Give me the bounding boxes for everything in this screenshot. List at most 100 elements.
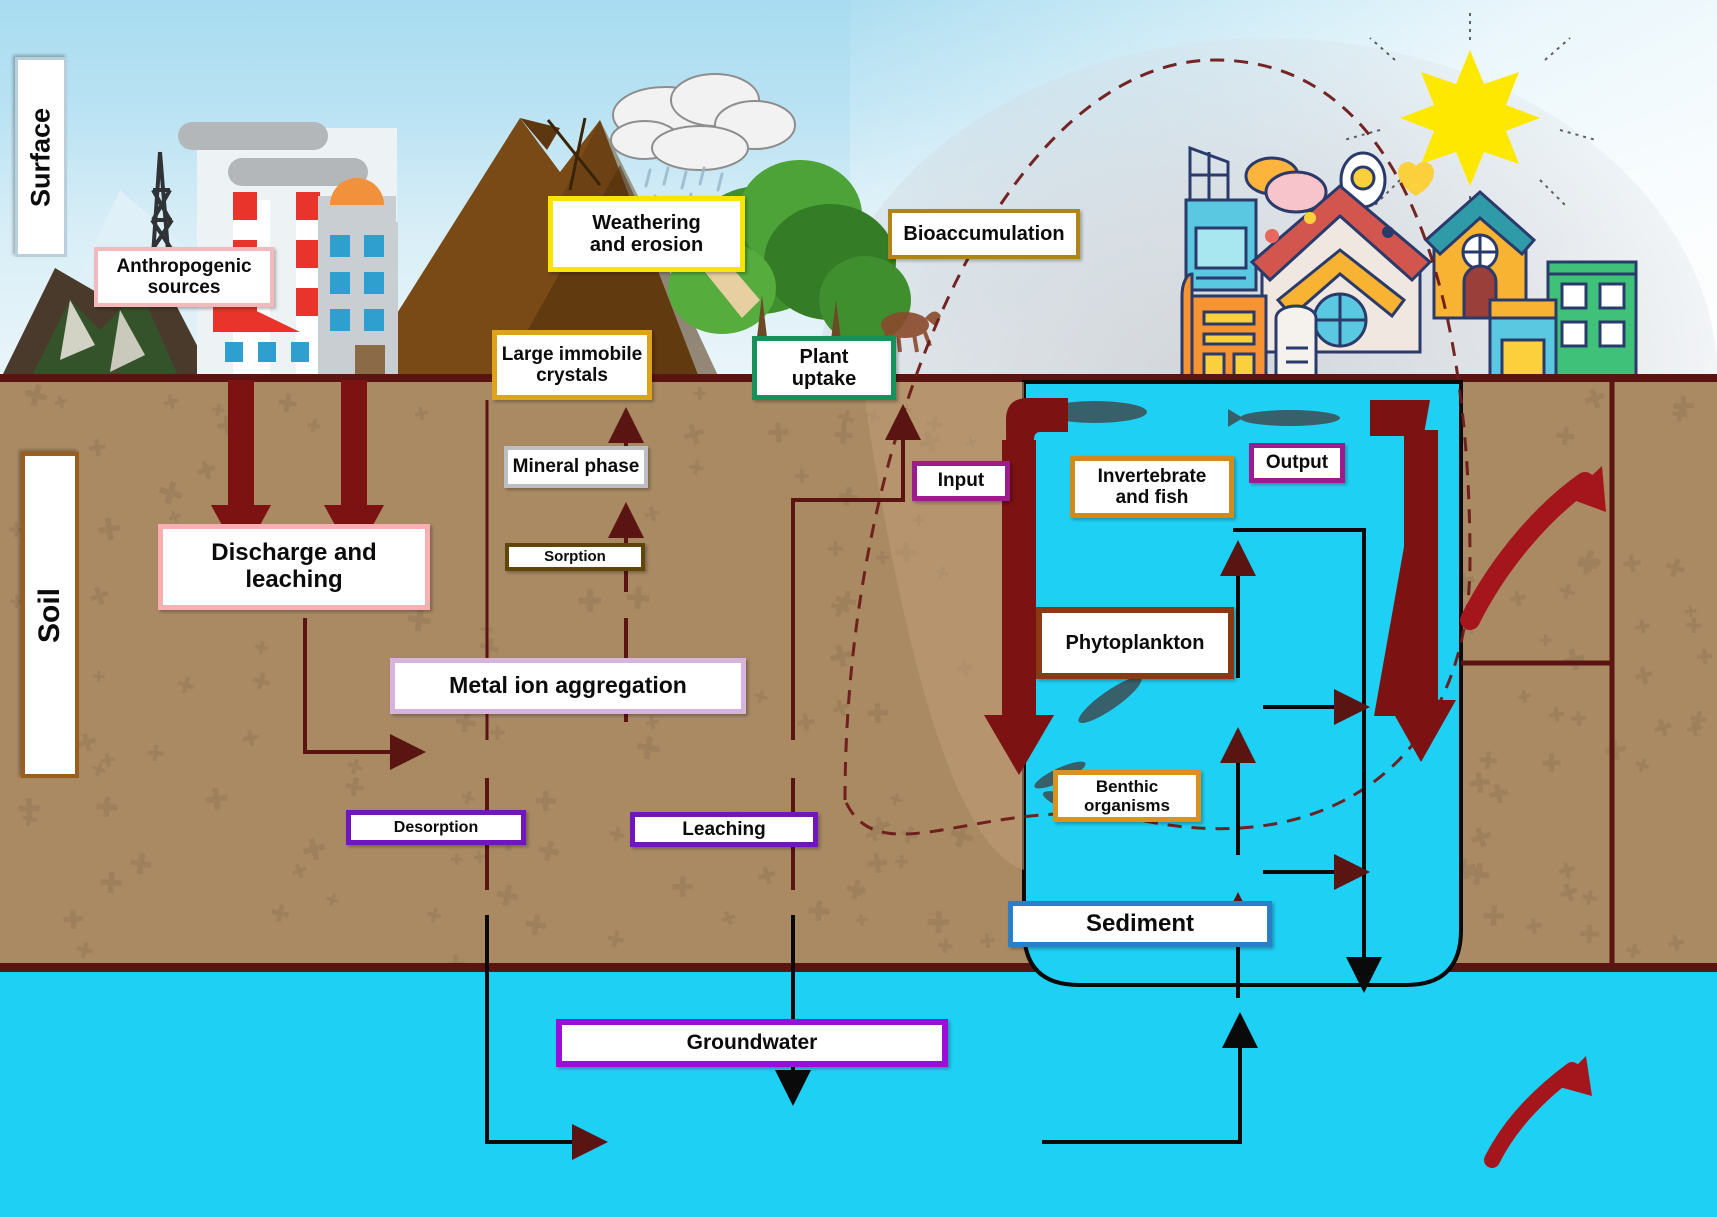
- plant-uptake-box[interactable]: Plant uptake: [752, 336, 896, 400]
- soil-speckle: ✚: [322, 889, 343, 913]
- discharge-and-leaching-label: Discharge and leaching: [211, 539, 377, 593]
- soil-speckle: ✚: [209, 400, 227, 422]
- soil-speckle: ✚: [61, 904, 86, 937]
- soil-speckle: ✚: [1448, 388, 1465, 409]
- soil-speckle: ✚: [895, 820, 923, 852]
- discharge-and-leaching-box[interactable]: Discharge and leaching: [158, 524, 430, 610]
- soil-speckle: ✚: [753, 859, 781, 893]
- invertebrate-line2: and fish: [1115, 487, 1189, 508]
- soil-speckle: ✚: [893, 851, 910, 874]
- soil-speckle: ✚: [750, 685, 771, 710]
- soil-speckle: ✚: [1108, 844, 1135, 876]
- soil-speckle: ✚: [1683, 601, 1699, 622]
- soil-speckle: ✚: [160, 388, 183, 416]
- weathering-and-erosion-box[interactable]: Weathering and erosion: [548, 196, 745, 272]
- soil-speckle: ✚: [1664, 930, 1688, 959]
- benthic-organisms-box[interactable]: Benthic organisms: [1053, 770, 1201, 822]
- soil-speckle: ✚: [835, 481, 861, 515]
- soil-speckle: ✚: [304, 414, 324, 439]
- soil-speckle: ✚: [1356, 844, 1382, 876]
- soil-speckle: ✚: [962, 431, 981, 454]
- soil-speckle: ✚: [471, 847, 488, 868]
- soil-speckle: ✚: [1378, 470, 1396, 493]
- soil-speckle: ✚: [911, 510, 926, 531]
- soil-speckle: ✚: [1659, 551, 1690, 587]
- soil-speckle: ✚: [893, 535, 919, 571]
- phytoplankton-box[interactable]: Phytoplankton: [1036, 607, 1234, 679]
- soil-speckle: ✚: [1407, 625, 1440, 666]
- soil-speckle: ✚: [1447, 562, 1481, 602]
- soil-speckle: ✚: [1431, 874, 1456, 907]
- mineral-phase-box[interactable]: Mineral phase: [504, 446, 648, 488]
- invertebrate-and-fish-box[interactable]: Invertebrate and fish: [1070, 456, 1234, 518]
- groundwater-box[interactable]: Groundwater: [556, 1019, 948, 1067]
- soil-speckle: ✚: [1578, 884, 1600, 912]
- weathering-line2: and erosion: [589, 234, 704, 256]
- soil-speckle: ✚: [1553, 420, 1578, 453]
- leaching-box[interactable]: Leaching: [630, 812, 818, 847]
- anthropogenic-sources-box[interactable]: Anthropogenic sources: [94, 247, 274, 307]
- soil-speckle: ✚: [1142, 676, 1161, 702]
- large-immobile-crystals-box[interactable]: Large immobile crystals: [492, 330, 652, 400]
- bioaccumulation-box[interactable]: Bioaccumulation: [888, 209, 1080, 259]
- output-box[interactable]: Output: [1249, 443, 1345, 483]
- soil-speckle: ✚: [1286, 785, 1307, 810]
- soil-speckle: ✚: [19, 376, 53, 417]
- soil-speckle: ✚: [1188, 711, 1207, 734]
- large-immobile-line1: Large immobile: [501, 343, 643, 365]
- soil-speckle: ✚: [1347, 710, 1371, 740]
- soil-speckle: ✚: [1325, 836, 1343, 860]
- soil-texture: ✚✚✚✚✚✚✚✚✚✚✚✚✚✚✚✚✚✚✚✚✚✚✚✚✚✚✚✚✚✚✚✚✚✚✚✚✚✚✚✚…: [0, 376, 1717, 981]
- soil-speckle: ✚: [805, 894, 832, 929]
- soil-speckle: ✚: [1622, 937, 1645, 965]
- soil-speckle: ✚: [521, 907, 550, 944]
- mineral-phase-label: Mineral phase: [512, 456, 640, 478]
- soil-speckle: ✚: [1127, 518, 1151, 546]
- soil-speckle: ✚: [1579, 381, 1611, 418]
- soil-speckle: ✚: [953, 655, 977, 684]
- soil-speckle: ✚: [605, 821, 628, 849]
- soil-speckle: ✚: [794, 707, 818, 739]
- soil-speckle: ✚: [825, 637, 858, 678]
- soil-speckle: ✚: [825, 591, 855, 627]
- large-immobile-line2: crystals: [536, 365, 608, 386]
- soil-speckle: ✚: [1461, 617, 1480, 640]
- soil-speckle: ✚: [1234, 857, 1259, 887]
- desorption-box[interactable]: Desorption: [346, 810, 526, 845]
- soil-speckle: ✚: [1632, 613, 1653, 641]
- output-label: Output: [1265, 452, 1329, 474]
- soil-speckle: ✚: [1546, 702, 1567, 728]
- sorption-box[interactable]: Sorption: [505, 543, 645, 571]
- soil-speckle: ✚: [1301, 634, 1323, 659]
- sediment-box[interactable]: Sediment: [1008, 901, 1272, 947]
- soil-speckle: ✚: [98, 865, 125, 901]
- soil-speckle: ✚: [576, 583, 604, 621]
- soil-speckle: ✚: [1198, 553, 1219, 579]
- soil-speckle: ✚: [341, 771, 368, 804]
- soil-aquifer-boundary: [0, 963, 1717, 973]
- soil-speckle: ✚: [827, 693, 855, 725]
- anthropogenic-sources-line1: Anthropogenic: [116, 255, 252, 277]
- soil-speckle: ✚: [1422, 431, 1450, 466]
- soil-speckle: ✚: [423, 903, 445, 929]
- soil-speckle: ✚: [91, 666, 107, 687]
- soil-speckle: ✚: [1515, 685, 1534, 710]
- anthropogenic-sources-line2: sources: [147, 277, 221, 298]
- soil-layer: ✚✚✚✚✚✚✚✚✚✚✚✚✚✚✚✚✚✚✚✚✚✚✚✚✚✚✚✚✚✚✚✚✚✚✚✚✚✚✚✚…: [0, 376, 1717, 981]
- soil-speckle: ✚: [1631, 753, 1654, 780]
- metal-ion-aggregation-box[interactable]: Metal ion aggregation: [390, 658, 746, 714]
- soil-speckle: ✚: [98, 748, 118, 774]
- bioaccumulation-label: Bioaccumulation: [903, 222, 1065, 245]
- soil-speckle: ✚: [691, 383, 708, 406]
- metal-ion-aggregation-label: Metal ion aggregation: [449, 672, 687, 699]
- soil-speckle: ✚: [1485, 778, 1513, 812]
- soil-speckle: ✚: [1149, 875, 1168, 898]
- soil-speckle: ✚: [144, 741, 166, 768]
- soil-speckle: ✚: [862, 404, 885, 430]
- soil-speckle: ✚: [670, 870, 695, 905]
- benthic-line1: Benthic: [1095, 776, 1159, 796]
- soil-speckle: ✚: [488, 720, 506, 746]
- input-box[interactable]: Input: [912, 461, 1010, 501]
- soil-speckle: ✚: [1601, 732, 1631, 769]
